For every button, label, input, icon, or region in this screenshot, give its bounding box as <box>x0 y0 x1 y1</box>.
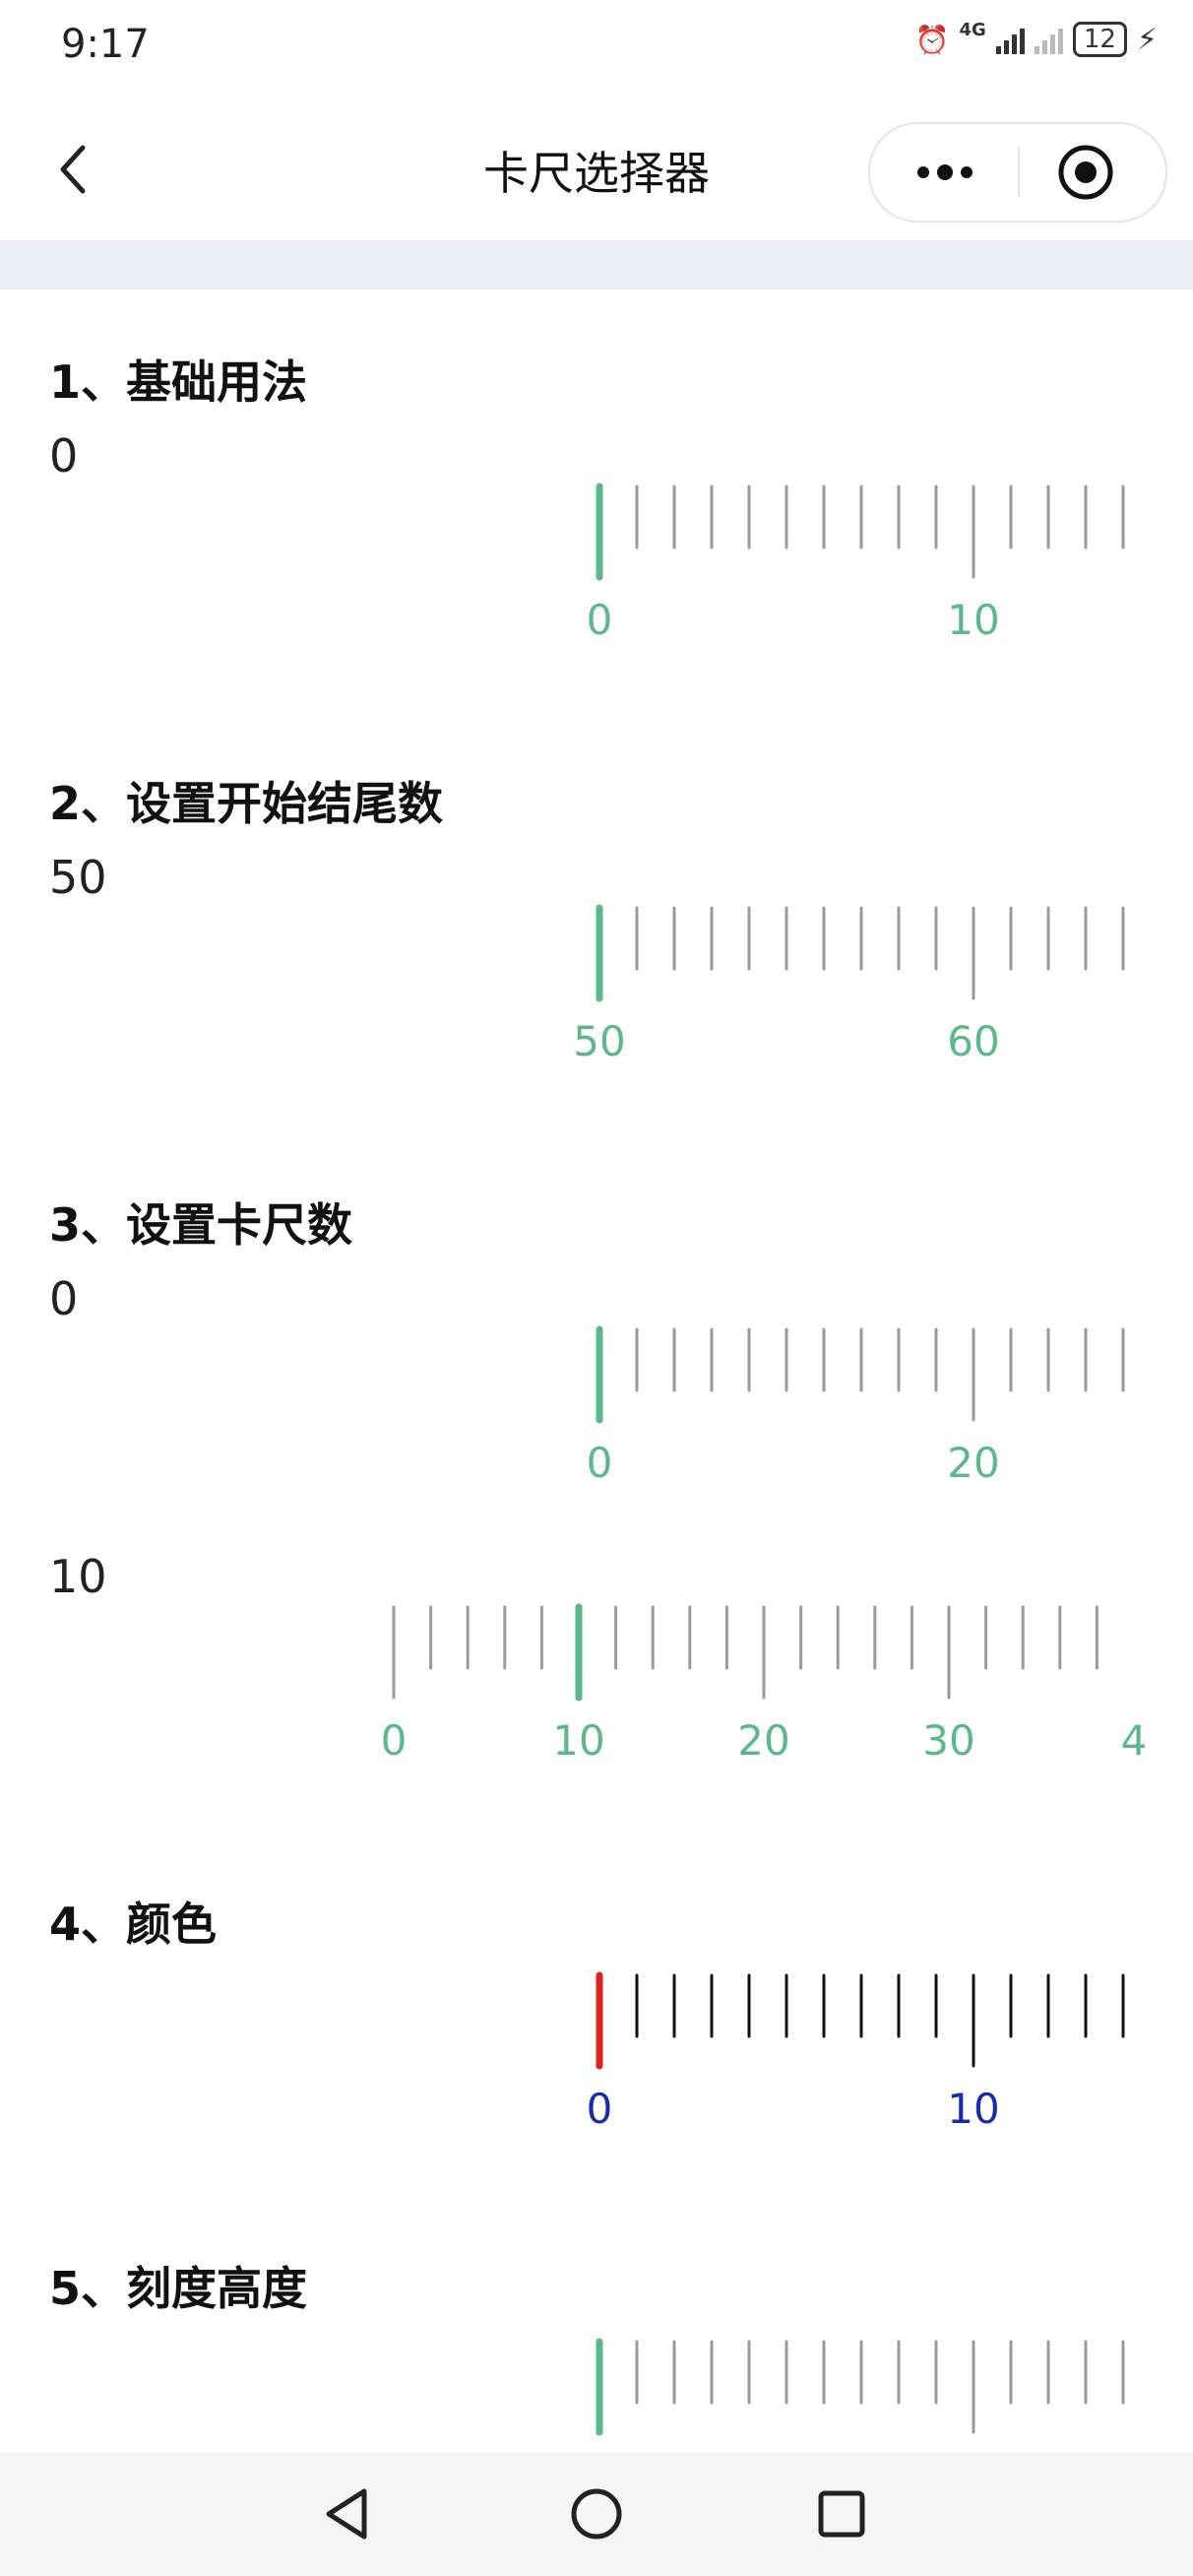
ruler-value-count: 0 <box>49 1272 79 1325</box>
status-icons: ⏰ 4G 12 ⚡ <box>914 19 1158 57</box>
section-title-basic: 1、基础用法 <box>49 355 308 409</box>
ruler-tick-label: 60 <box>947 1017 999 1065</box>
ruler-tick-label: 0 <box>587 2085 613 2133</box>
signal-no-service-icon <box>1034 25 1063 54</box>
ruler-tick-label: 0 <box>587 1439 613 1487</box>
nav-home-icon[interactable] <box>562 2479 631 2548</box>
network-type: 4G <box>959 19 986 40</box>
caliper-ruler-color[interactable]: 0 10 <box>0 1971 1193 2139</box>
caliper-ruler-start-end[interactable]: 50 60 <box>0 904 1193 1071</box>
section-title-count: 3、设置卡尺数 <box>49 1198 353 1252</box>
nav-back-icon[interactable] <box>313 2479 382 2548</box>
battery-icon: 12 <box>1072 22 1127 57</box>
ruler-value-count-2: 10 <box>49 1550 107 1603</box>
ruler-tick-label: 20 <box>947 1439 999 1487</box>
header-divider-band <box>0 240 1193 290</box>
ruler-tick-label: 0 <box>381 1716 408 1765</box>
ruler-tick-label: 10 <box>947 2085 999 2133</box>
ruler-value-basic: 0 <box>49 429 79 483</box>
ruler-tick-label: 50 <box>573 1017 625 1065</box>
section-title-color: 4、颜色 <box>49 1898 218 1951</box>
close-miniprogram-icon[interactable] <box>1055 142 1116 203</box>
system-nav-bar <box>0 2452 1193 2576</box>
caliper-ruler-count-2[interactable]: 0 10 20 30 4 <box>0 1603 1193 1771</box>
signal-icon <box>995 25 1025 54</box>
caliper-ruler-tick-height[interactable] <box>0 2338 1193 2436</box>
ruler-tick-label: 20 <box>737 1716 789 1765</box>
ruler-value-start-end: 50 <box>49 851 107 904</box>
ruler-tick-label: 10 <box>947 596 999 644</box>
ruler-tick-label: 10 <box>552 1716 604 1765</box>
caliper-ruler-basic[interactable]: 0 10 <box>0 483 1193 650</box>
ruler-tick-label: 0 <box>587 596 613 644</box>
section-title-tick-height: 5、刻度高度 <box>49 2262 308 2315</box>
ruler-tick-label: 30 <box>922 1716 974 1765</box>
status-bar: 9:17 ⏰ 4G 12 ⚡ <box>0 0 1193 98</box>
charging-icon: ⚡ <box>1136 22 1158 57</box>
more-icon[interactable] <box>906 148 984 197</box>
back-icon[interactable] <box>49 138 108 201</box>
caliper-ruler-count[interactable]: 0 20 <box>0 1325 1193 1493</box>
ruler-tick-label: 4 <box>1121 1716 1148 1765</box>
status-time: 9:17 <box>61 22 150 67</box>
capsule-divider <box>1018 148 1020 197</box>
nav-bar: 卡尺选择器 <box>0 98 1193 240</box>
mini-program-capsule <box>868 122 1167 223</box>
page-title: 卡尺选择器 <box>483 147 710 200</box>
nav-recents-icon[interactable] <box>807 2479 876 2548</box>
alarm-icon: ⏰ <box>914 23 950 56</box>
section-title-start-end: 2、设置开始结尾数 <box>49 777 444 830</box>
